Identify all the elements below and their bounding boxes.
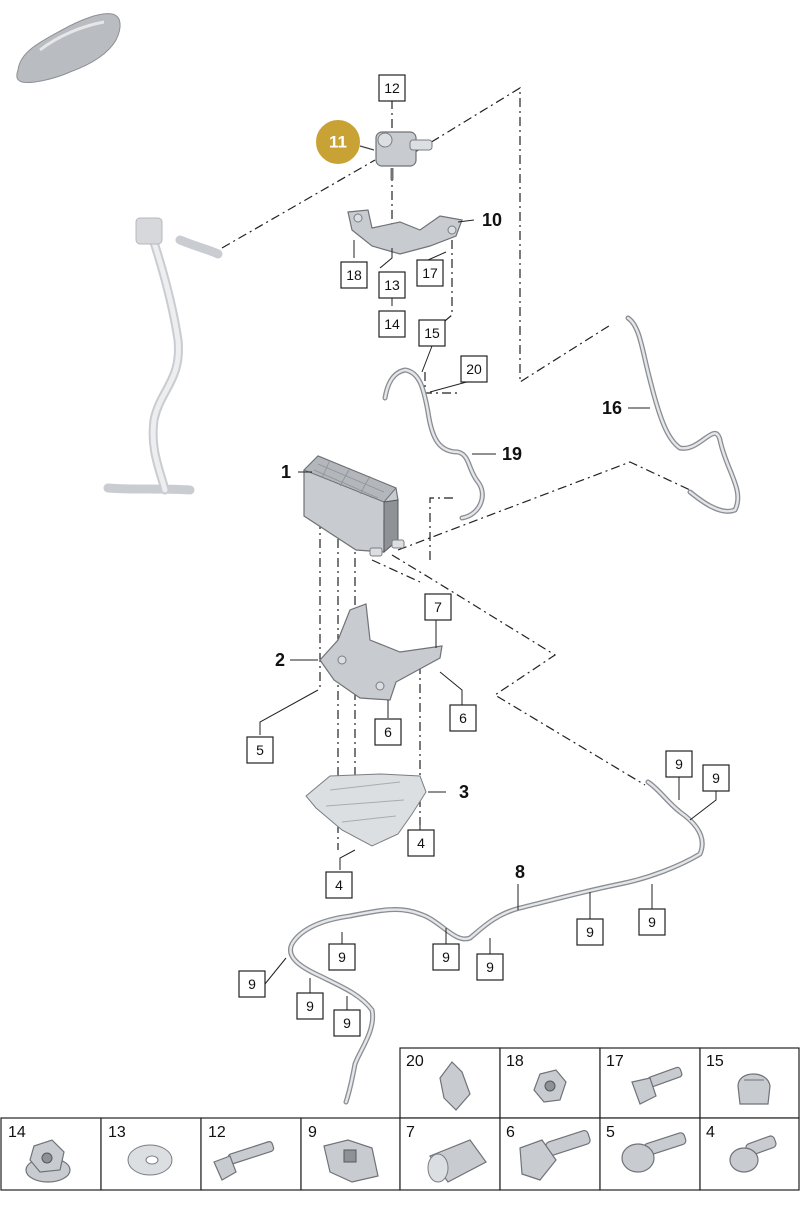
svg-text:7: 7: [434, 599, 442, 615]
callout-box-9h[interactable]: 9: [238, 970, 266, 998]
svg-text:5: 5: [256, 742, 264, 758]
callout-box-7[interactable]: 7: [424, 593, 452, 621]
routing-lines: [221, 86, 691, 850]
svg-text:9: 9: [486, 959, 494, 975]
callout-box-9g[interactable]: 9: [476, 953, 504, 981]
callout-box-9c[interactable]: 9: [576, 918, 604, 946]
callout-box-20[interactable]: 20: [460, 355, 488, 383]
callout-box-9a[interactable]: 9: [665, 750, 693, 778]
highlight-badge-11[interactable]: 11: [314, 118, 375, 166]
svg-text:9: 9: [343, 1015, 351, 1031]
grid-label-7: 7: [406, 1124, 415, 1141]
bolt-icon: [621, 1132, 687, 1173]
svg-text:9: 9: [338, 949, 346, 965]
parts-grid-top-row: 20 18 17 15: [399, 1047, 800, 1119]
svg-text:9: 9: [648, 914, 656, 930]
grid-label-6: 6: [506, 1124, 515, 1141]
pipe-part-8: [288, 779, 705, 1105]
vehicle-thumbnail-icon: [16, 13, 121, 83]
flange-nut-icon: [25, 1139, 71, 1183]
washer-icon: [127, 1144, 173, 1176]
grid-label-13: 13: [108, 1124, 126, 1141]
svg-text:9: 9: [306, 998, 314, 1014]
leader-lines-9: [264, 777, 717, 1010]
grid-label-12: 12: [208, 1124, 226, 1141]
svg-text:15: 15: [424, 325, 440, 341]
bracket-part-10: [347, 209, 463, 255]
clip-icon: [323, 1139, 379, 1183]
bolt-icon: [631, 1066, 683, 1105]
svg-text:6: 6: [384, 724, 392, 740]
grid-label-5: 5: [606, 1124, 615, 1141]
grid-label-15: 15: [706, 1053, 724, 1070]
callout-box-14[interactable]: 14: [378, 310, 406, 338]
callout-box-4b[interactable]: 4: [325, 871, 353, 899]
grid-label-20: 20: [406, 1053, 424, 1070]
grid-label-18: 18: [506, 1053, 524, 1070]
svg-text:9: 9: [675, 756, 683, 772]
svg-text:9: 9: [712, 770, 720, 786]
callout-box-4a[interactable]: 4: [407, 829, 435, 857]
callout-box-9f[interactable]: 9: [432, 943, 460, 971]
svg-text:9: 9: [586, 924, 594, 940]
callout-box-15[interactable]: 15: [418, 319, 446, 347]
clip-icon: [439, 1061, 471, 1111]
bolt-icon: [729, 1135, 777, 1173]
carbon-canister-part-1: [303, 455, 405, 557]
rivet-nut-icon: [427, 1139, 487, 1183]
grid-label-4: 4: [706, 1124, 715, 1141]
svg-text:14: 14: [384, 316, 400, 332]
heat-shield-part-3: [305, 773, 427, 847]
callout-box-12[interactable]: 12: [378, 74, 406, 102]
svg-text:17: 17: [422, 265, 438, 281]
bracket-part-2: [319, 603, 443, 701]
callout-box-6b[interactable]: 6: [449, 704, 477, 732]
hose-part-16: [625, 315, 741, 514]
callout-box-17[interactable]: 17: [416, 259, 444, 287]
hose-part-19: [382, 367, 485, 521]
callout-box-9d[interactable]: 9: [638, 908, 666, 936]
parts-grid-bottom-row: 14 13 12 9 7 6 5 4: [0, 1117, 800, 1191]
bolt-icon: [519, 1129, 591, 1181]
leader-lines: [259, 219, 650, 910]
svg-text:13: 13: [384, 277, 400, 293]
callout-3[interactable]: 3: [459, 782, 469, 802]
filler-neck-background: [103, 217, 223, 495]
callout-10[interactable]: 10: [482, 210, 502, 230]
callout-16[interactable]: 16: [602, 398, 622, 418]
callout-2[interactable]: 2: [275, 650, 285, 670]
svg-text:9: 9: [248, 976, 256, 992]
callout-1[interactable]: 1: [281, 462, 291, 482]
svg-text:9: 9: [442, 949, 450, 965]
callout-box-9b[interactable]: 9: [702, 764, 730, 792]
callout-box-9j[interactable]: 9: [333, 1009, 361, 1037]
svg-text:12: 12: [384, 80, 400, 96]
callout-8[interactable]: 8: [515, 862, 525, 882]
svg-text:11: 11: [329, 133, 347, 152]
callout-box-5[interactable]: 5: [246, 736, 274, 764]
svg-text:6: 6: [459, 710, 467, 726]
svg-text:18: 18: [346, 267, 362, 283]
callout-box-6a[interactable]: 6: [374, 718, 402, 746]
callout-19[interactable]: 19: [502, 444, 522, 464]
valve-part-11: [375, 131, 433, 180]
callout-box-13[interactable]: 13: [378, 271, 406, 299]
bolt-icon: [213, 1141, 275, 1181]
clip-icon: [737, 1073, 771, 1105]
nut-icon: [533, 1069, 567, 1103]
svg-text:4: 4: [417, 835, 425, 851]
svg-text:4: 4: [335, 877, 343, 893]
grid-label-14: 14: [8, 1124, 26, 1141]
grid-label-9: 9: [308, 1124, 317, 1141]
grid-label-17: 17: [606, 1053, 624, 1070]
callout-box-9i[interactable]: 9: [296, 992, 324, 1020]
callout-box-18[interactable]: 18: [340, 261, 368, 289]
callout-box-9e[interactable]: 9: [328, 943, 356, 971]
svg-text:20: 20: [466, 361, 482, 377]
